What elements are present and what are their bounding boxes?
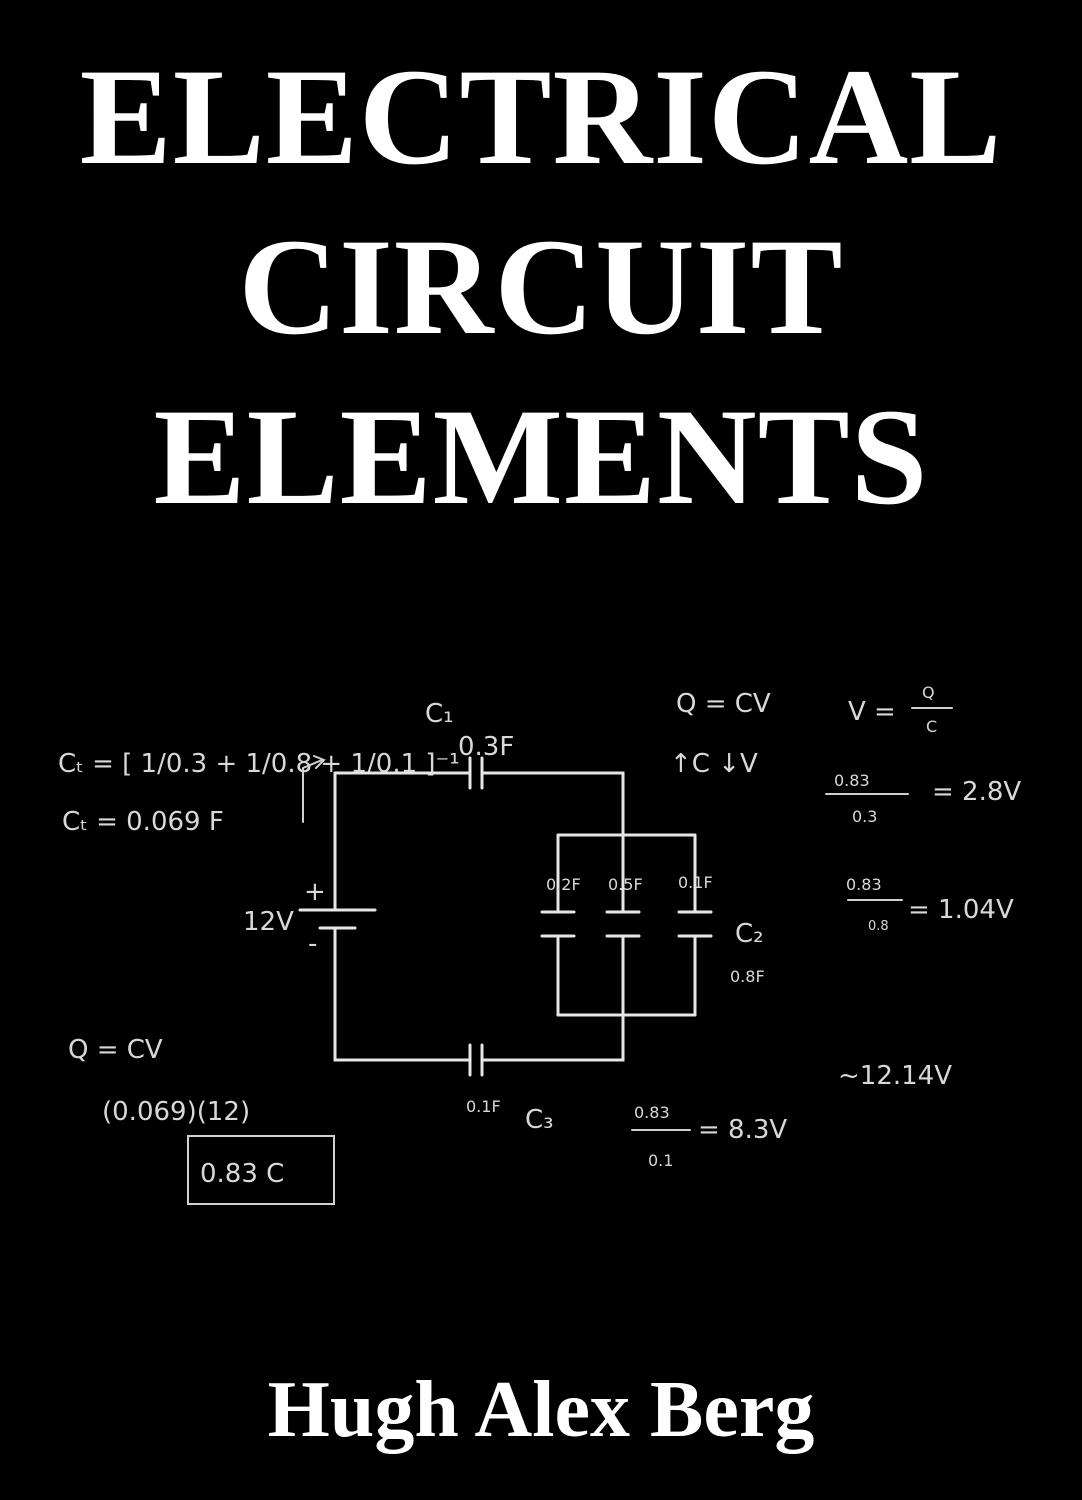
c3-label: C₃ [525,1105,554,1135]
battery-minus: - [308,929,317,959]
ct-result: Cₜ = 0.069 F [62,807,224,837]
chalkboard-illustration: Cₜ = [ 1/0.3 + 1/0.8 + 1/0.1 ]⁻¹ Cₜ = 0.… [0,660,1082,1220]
c2-label: C₂ [735,919,764,949]
v1-numerator: 0.83 [834,771,870,790]
v2-numerator: 0.83 [846,875,882,894]
title-line-3: ELEMENTS [153,380,929,533]
author-name: Hugh Alex Berg [267,1366,815,1454]
arrow-head [313,755,326,769]
arrow-mark [302,759,323,823]
c2-value: 0.8F [730,967,765,986]
cap-b-value: 0.5F [608,875,643,894]
v-equation: V = [848,697,896,727]
cap-c-value: 0.1F [678,873,713,892]
q-result: 0.83 C [200,1159,284,1189]
title-line-2: CIRCUIT [238,210,844,363]
v2-denominator: 0.8 [868,919,889,934]
v3-denominator: 0.1 [648,1151,673,1170]
title-line-1: ELECTRICAL [79,40,1003,193]
v1-denominator: 0.3 [852,807,877,826]
wire-bottom-right [480,1013,625,1062]
v3-result: = 8.3V [698,1115,787,1145]
q-result-box [187,1135,335,1205]
v-equation-num: Q [922,683,935,702]
battery-value: 12V [243,907,294,937]
q-cv-top: Q = CV [676,689,771,719]
cv-arrows: ↑C ↓V [670,749,758,779]
v2-result: = 1.04V [908,895,1014,925]
q-calculation: (0.069)(12) [102,1097,250,1127]
q-cv-bottom: Q = CV [68,1035,163,1065]
wire-top-right [488,771,625,837]
c1-label: C₁ [425,699,454,729]
battery-plus: + [304,877,326,907]
v3-numerator: 0.83 [634,1103,670,1122]
c1-value: 0.3F [458,732,514,762]
c3-value: 0.1F [466,1097,501,1116]
cap-a-value: 0.2F [546,875,581,894]
wire-left-lower [333,926,472,1062]
v1-result: = 2.8V [932,777,1021,807]
v-equation-den: C [926,717,937,736]
voltage-sum: ~12.14V [838,1061,952,1091]
circuit-diagram: Cₜ = [ 1/0.3 + 1/0.8 + 1/0.1 ]⁻¹ Cₜ = 0.… [58,683,1021,1205]
